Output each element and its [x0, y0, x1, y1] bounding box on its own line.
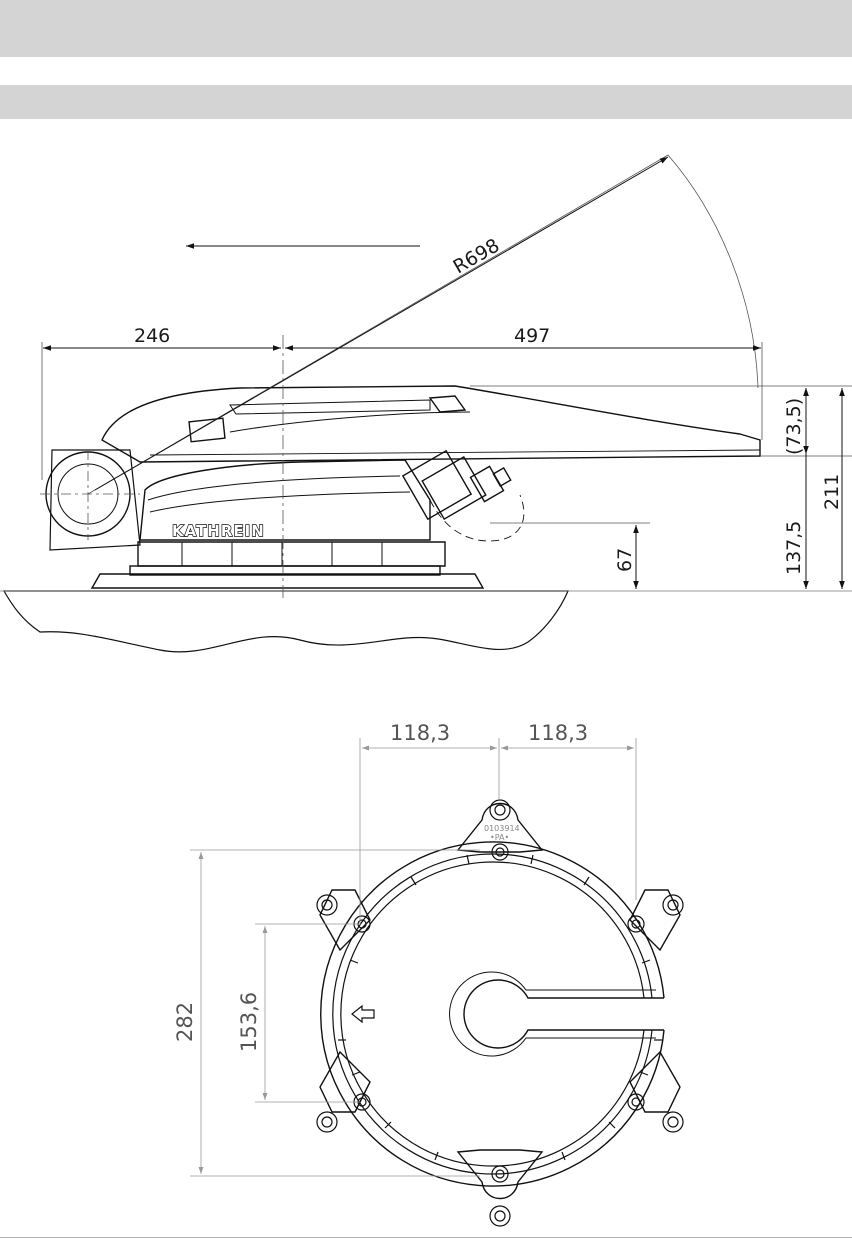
- roof-surface: [2, 590, 569, 653]
- dim-height-total: 211: [821, 474, 843, 510]
- dim-inner: 153,6: [237, 992, 261, 1052]
- dim-height-top: (73,5): [783, 398, 805, 455]
- top-view: [316, 799, 684, 1227]
- dim-left-width: 246: [134, 325, 170, 347]
- dim-height-low: 67: [614, 548, 636, 572]
- dim-half-right: 118,3: [528, 721, 588, 745]
- brand-label: KATHREIN: [172, 522, 265, 540]
- footer-divider: [0, 1237, 852, 1238]
- direction-arrow: [351, 1004, 375, 1024]
- mounting-flange: [456, 803, 544, 853]
- keyhole-slot: [463, 979, 664, 1049]
- side-dimension-lines: [43, 156, 845, 589]
- side-view: KATHREIN: [0, 385, 852, 653]
- header-bar: [0, 0, 852, 57]
- part-number: 0103914: [484, 824, 520, 833]
- base-plate: [90, 573, 485, 589]
- part-mark: •PA•: [490, 833, 509, 842]
- top-dimension-lines: [190, 738, 637, 1177]
- housing-body: [139, 459, 431, 541]
- construction-lines: [40, 154, 852, 598]
- dim-right-width: 497: [514, 325, 550, 347]
- dim-height-body: 137,5: [783, 521, 805, 575]
- dim-half-left: 118,3: [390, 721, 450, 745]
- lnb-feed: [401, 449, 512, 521]
- bolt-holes: [316, 799, 684, 1227]
- dim-total: 282: [173, 1002, 197, 1042]
- outer-ring: [320, 841, 665, 1187]
- dim-radius: R698: [450, 235, 504, 279]
- subheader-bar: [0, 85, 852, 119]
- dish-reflector: [101, 385, 761, 463]
